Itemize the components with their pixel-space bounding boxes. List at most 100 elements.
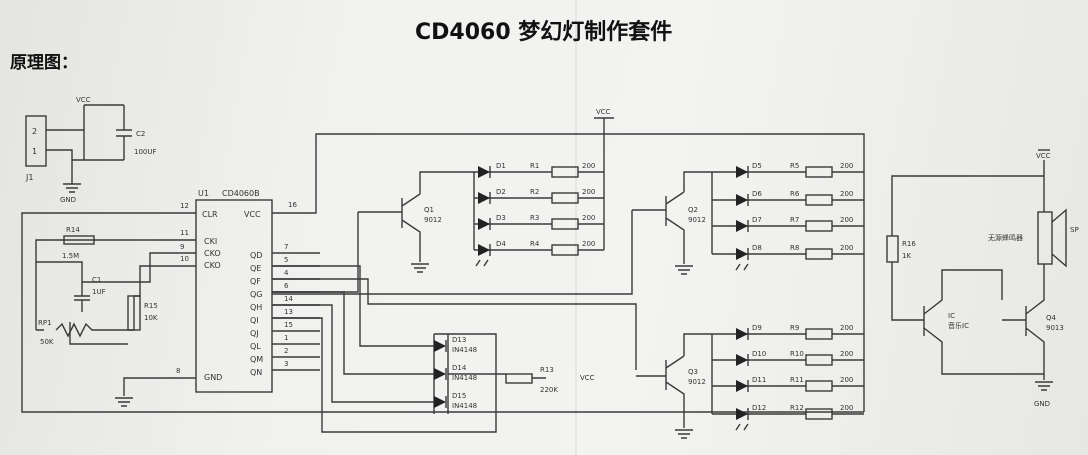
u1-num-16: 16 bbox=[288, 201, 297, 209]
val-r10: 200 bbox=[840, 350, 853, 358]
u1-part: CD4060B bbox=[222, 189, 260, 198]
q3-ref: Q3 bbox=[688, 368, 698, 376]
buzzer-ref: SP bbox=[1070, 226, 1079, 234]
led-d3: D3 bbox=[496, 214, 506, 222]
r16-ref: R16 bbox=[902, 240, 916, 248]
res-r1: R1 bbox=[530, 162, 539, 170]
r13-vcc: VCC bbox=[580, 374, 595, 382]
u1-pin-cko1: CKO bbox=[204, 249, 221, 258]
u1-pin-qh: QH bbox=[250, 303, 262, 312]
led-d7: D7 bbox=[752, 216, 762, 224]
q3-part: 9012 bbox=[688, 378, 706, 386]
u1-pin-vcc: VCC bbox=[244, 210, 261, 219]
u1-num-14: 14 bbox=[284, 295, 293, 303]
c2-value: 100UF bbox=[134, 148, 157, 156]
led-d2: D2 bbox=[496, 188, 506, 196]
diode-d14: D14 bbox=[452, 364, 467, 372]
led-d12: D12 bbox=[752, 404, 766, 412]
val-r8: 200 bbox=[840, 244, 853, 252]
q4-ref: Q4 bbox=[1046, 314, 1057, 322]
transistor-q2: Q2 9012 bbox=[272, 171, 712, 295]
u1-pin-qe: QE bbox=[250, 264, 261, 273]
led-d8: D8 bbox=[752, 244, 762, 252]
res-r5: R5 bbox=[790, 162, 799, 170]
led-d9: D9 bbox=[752, 324, 762, 332]
page-title: CD4060 梦幻灯制作套件 bbox=[415, 20, 673, 45]
gnd-label-j1: GND bbox=[60, 196, 76, 204]
val-r3: 200 bbox=[582, 214, 595, 222]
gnd-label-buzzer: GND bbox=[1034, 400, 1050, 408]
val-r6: 200 bbox=[840, 190, 853, 198]
paper-fold bbox=[575, 0, 577, 455]
r15-value: 10K bbox=[144, 314, 158, 322]
diode-or-network: D13 IN4148 D14 IN4148 D15 IN4148 R13 220… bbox=[272, 265, 637, 433]
res-r4: R4 bbox=[530, 240, 540, 248]
u1-num-11: 11 bbox=[180, 229, 189, 237]
r13-value: 220K bbox=[540, 386, 558, 394]
led-group-1: D1 D2 D3 D4 R1 R2 R3 R4 200 200 200 200 bbox=[473, 134, 605, 267]
u1-num-4: 4 bbox=[284, 269, 289, 277]
led-d5: D5 bbox=[752, 162, 762, 170]
vcc-label-j1: VCC bbox=[76, 96, 91, 104]
j1-pin-1: 1 bbox=[32, 147, 37, 156]
u1-num-15: 15 bbox=[284, 321, 293, 329]
u1-num-8: 8 bbox=[176, 367, 180, 375]
c1-value: 1UF bbox=[92, 288, 106, 296]
r14-value: 1.5M bbox=[62, 252, 79, 260]
val-r11: 200 bbox=[840, 376, 853, 384]
res-r2: R2 bbox=[530, 188, 539, 196]
connector-j1: 2 1 J1 bbox=[25, 115, 47, 182]
u1-ref: U1 bbox=[198, 189, 209, 198]
buzzer-circuit: R16 1K IC 音乐IC Q4 9013 无源蜂鸣器 SP VCC GND bbox=[886, 149, 1079, 408]
res-r10: R10 bbox=[790, 350, 804, 358]
val-r1: 200 bbox=[582, 162, 595, 170]
j1-ref: J1 bbox=[25, 173, 33, 182]
q2-part: 9012 bbox=[688, 216, 706, 224]
led-d6: D6 bbox=[752, 190, 762, 198]
q1-ref: Q1 bbox=[424, 206, 434, 214]
transistor-q3: Q3 9012 bbox=[636, 333, 712, 439]
r13-ref: R13 bbox=[540, 366, 554, 374]
c2-ref: C2 bbox=[136, 130, 145, 138]
diode-d15-part: IN4148 bbox=[452, 402, 477, 410]
led-d1: D1 bbox=[496, 162, 506, 170]
u1-num-2: 2 bbox=[284, 347, 288, 355]
u1-num-13: 13 bbox=[284, 308, 293, 316]
r16-value: 1K bbox=[902, 252, 911, 260]
u1-num-1: 1 bbox=[284, 334, 288, 342]
diode-d13: D13 bbox=[452, 336, 466, 344]
q4-part: 9013 bbox=[1046, 324, 1064, 332]
val-r12: 200 bbox=[840, 404, 853, 412]
res-r11: R11 bbox=[790, 376, 804, 384]
section-label: 原理图： bbox=[10, 53, 78, 73]
u1-pin-qf: QF bbox=[250, 277, 261, 286]
u1-pin-clr: CLR bbox=[202, 210, 218, 219]
u1-num-10: 10 bbox=[180, 255, 189, 263]
u1-pin-qm: QM bbox=[250, 355, 263, 364]
u1-num-7: 7 bbox=[284, 243, 288, 251]
diode-d15: D15 bbox=[452, 392, 466, 400]
r14-ref: R14 bbox=[66, 226, 80, 234]
u1-num-6: 6 bbox=[284, 282, 289, 290]
u1-pin-qg: QG bbox=[250, 290, 263, 299]
val-r5: 200 bbox=[840, 162, 853, 170]
u1-pin-gnd: GND bbox=[204, 373, 222, 382]
u1-num-12: 12 bbox=[180, 202, 189, 210]
music-ic-ref: IC bbox=[948, 312, 955, 320]
music-ic-part: 音乐IC bbox=[948, 321, 969, 330]
val-r9: 200 bbox=[840, 324, 853, 332]
r15-ref: R15 bbox=[144, 302, 158, 310]
led-d4: D4 bbox=[496, 240, 506, 248]
ic-u1: U1 CD4060B CLR CKI CKO CKO VCC GND QD QE… bbox=[176, 189, 297, 393]
transistor-q1: Q1 9012 bbox=[272, 171, 474, 293]
buzzer-label: 无源蜂鸣器 bbox=[988, 233, 1023, 242]
led-group-2: D5 D6 D7 D8 R5 R6 R7 R8 200 200 200 200 bbox=[711, 162, 864, 271]
vcc-label-top: VCC bbox=[596, 108, 611, 116]
res-r9: R9 bbox=[790, 324, 799, 332]
u1-pin-qj: QJ bbox=[250, 329, 259, 338]
res-r8: R8 bbox=[790, 244, 799, 252]
c1-ref: C1 bbox=[92, 276, 101, 284]
u1-pin-ql: QL bbox=[250, 342, 261, 351]
